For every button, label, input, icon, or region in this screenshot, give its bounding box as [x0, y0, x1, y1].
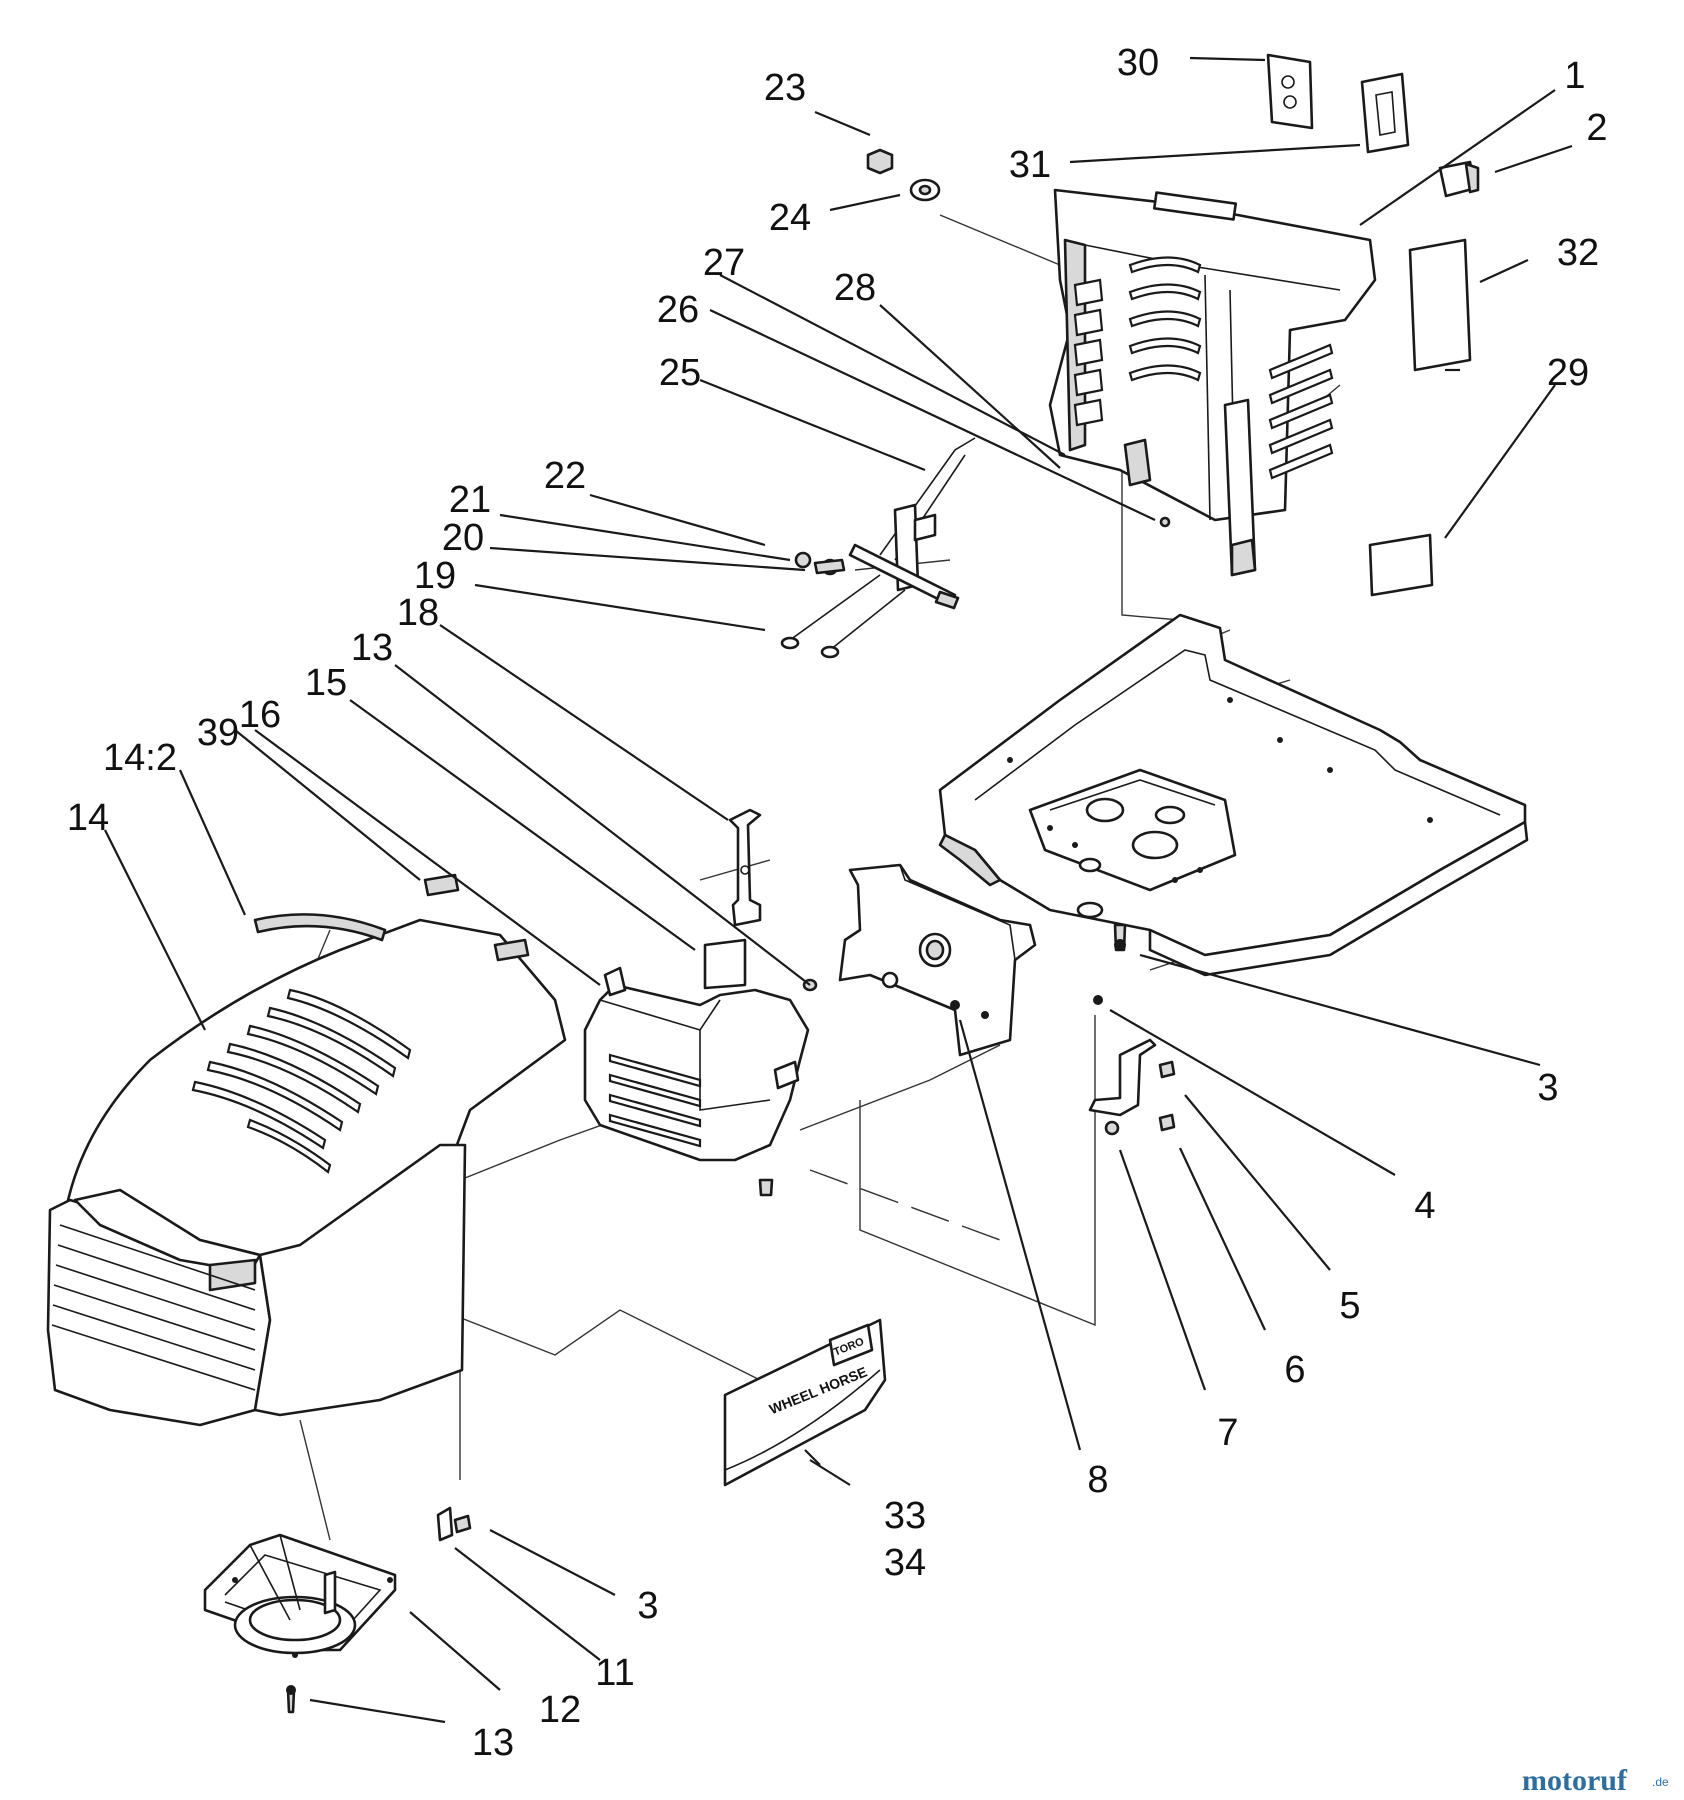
- callout-14: 14: [67, 797, 109, 839]
- decal-31: [1360, 72, 1410, 154]
- decal-32: [1408, 238, 1472, 372]
- bolt-13-lower: [286, 1685, 296, 1714]
- decal-39b: [493, 938, 530, 962]
- callout-19: 19: [414, 555, 456, 597]
- bracket-7: [1088, 995, 1176, 1136]
- callout-7: 7: [1217, 1412, 1238, 1454]
- callout-22: 22: [544, 455, 586, 497]
- callout-23: 23: [764, 67, 806, 109]
- hood-side-decal: TORO WHEEL HORSE: [723, 1318, 887, 1487]
- watermark-suffix: .de: [1652, 1775, 1669, 1789]
- callout-11: 11: [595, 1652, 634, 1694]
- callout-18: 18: [397, 592, 439, 634]
- callout-3-lower: 3: [637, 1585, 658, 1627]
- callout-labels: 1 2 32 29 30 31 3 4 5 6 7 8 23 24 27 28 …: [67, 42, 1608, 1764]
- decal-14-2: [253, 913, 387, 942]
- callout-1: 1: [1564, 55, 1585, 97]
- fender-vents-center: [1128, 256, 1202, 382]
- callout-24: 24: [769, 197, 811, 239]
- callout-31: 31: [1009, 144, 1051, 186]
- watermark-logo: motoruf: [1522, 1764, 1628, 1797]
- washer-24: [909, 178, 941, 202]
- knob-2: [1438, 160, 1480, 198]
- callout-26: 26: [657, 289, 699, 331]
- callout-4: 4: [1414, 1185, 1435, 1227]
- dash-panel: [583, 966, 818, 1197]
- callout-16: 16: [239, 694, 281, 736]
- callout-2: 2: [1586, 107, 1607, 149]
- rear-fender: [1048, 188, 1377, 577]
- callout-33: 33: [884, 1495, 926, 1537]
- callout-39: 39: [197, 712, 239, 754]
- fender-vents-right: [1268, 343, 1334, 480]
- bracket-18: [728, 808, 762, 927]
- footrest-deck: [938, 613, 1529, 977]
- nut-23: [866, 148, 894, 175]
- callout-29: 29: [1547, 352, 1589, 394]
- callout-3-right: 3: [1537, 1067, 1558, 1109]
- callout-6: 6: [1284, 1349, 1305, 1391]
- fender-vents-left: [1073, 278, 1104, 427]
- hood: [46, 918, 567, 1427]
- callout-13-upper: 13: [351, 627, 393, 669]
- front-grille: [203, 1533, 397, 1658]
- callout-25: 25: [659, 352, 701, 394]
- callout-34: 34: [884, 1542, 926, 1584]
- callout-8: 8: [1087, 1459, 1108, 1501]
- hood-vents: [191, 988, 412, 1174]
- callout-15: 15: [305, 662, 347, 704]
- callout-14-2: 14:2: [103, 737, 177, 779]
- bracket-11: [436, 1506, 472, 1542]
- callout-5: 5: [1339, 1285, 1360, 1327]
- callout-20: 20: [442, 517, 484, 559]
- watermark: motoruf .de: [1522, 1764, 1669, 1797]
- decal-39a: [423, 873, 460, 897]
- callout-21: 21: [449, 479, 491, 521]
- seat-linkage: [780, 437, 1171, 659]
- callout-27: 27: [703, 242, 745, 284]
- callout-30: 30: [1117, 42, 1159, 84]
- decal-29: [1368, 533, 1434, 597]
- callout-13-lower: 13: [472, 1722, 514, 1764]
- callout-28: 28: [834, 267, 876, 309]
- leader-lines: [104, 56, 1573, 1724]
- dash-support: [838, 863, 1037, 1057]
- decal-15: [703, 938, 747, 990]
- callout-32: 32: [1557, 232, 1599, 274]
- decal-30: [1266, 53, 1314, 130]
- callout-12: 12: [539, 1689, 581, 1731]
